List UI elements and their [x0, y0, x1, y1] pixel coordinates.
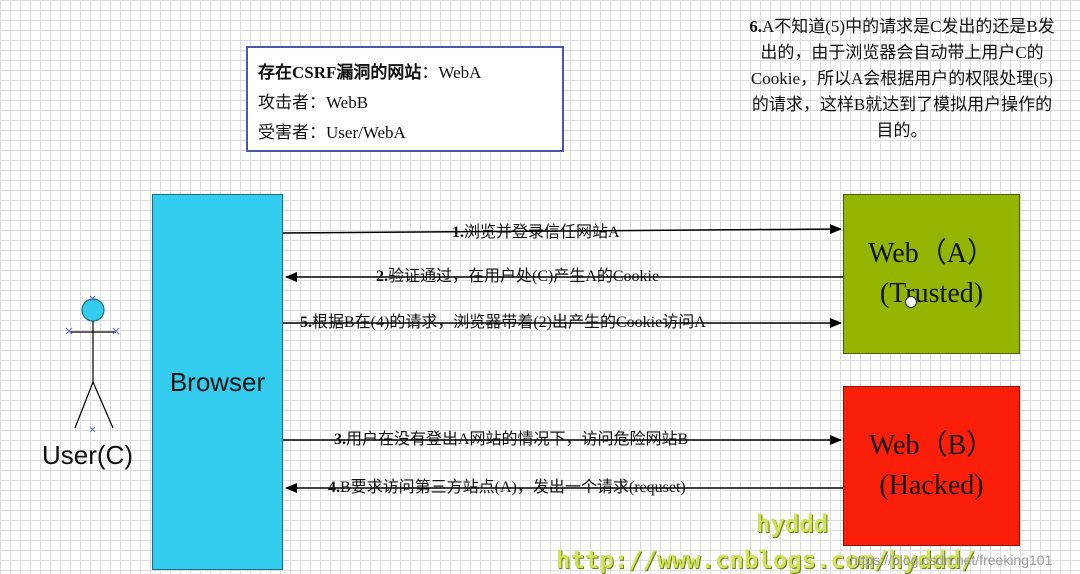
arrow-5-text: 根据B在(4)的请求，浏览器带着(2)出产生的Cookie访问A: [312, 314, 706, 331]
arrow-4-text: B要求访问第三方站点(A)，发出一个请求(requset): [340, 479, 686, 496]
arrow-1-label: 1.浏览并登录信任网站A: [452, 223, 620, 243]
arrow-3-text: 用户在没有登出A网站的情况下，访问危险网站B: [346, 431, 689, 448]
web-b-subtitle: (Hacked): [879, 470, 984, 501]
arrow-3-num: 3.: [334, 431, 346, 448]
step6-text: A不知道(5)中的请求是C发出的还是B发出的，由于浏览器会自动带上用户C的Coo…: [750, 17, 1055, 140]
browser-label: Browser: [169, 366, 266, 397]
info-line-victim: 受害者：User/WebA: [258, 123, 406, 142]
arrow-4-num: 4.: [328, 479, 340, 496]
arrow-5-num: 5.: [300, 314, 312, 331]
arrow-2-num: 2.: [376, 268, 388, 285]
info-line-site: 存在CSRF漏洞的网站：WebA: [258, 58, 562, 88]
browser-box: Browser: [152, 194, 283, 570]
arrow-2-label: 2.验证通过，在用户处(C)产生A的Cookie: [376, 267, 659, 287]
step6-number: 6.: [749, 17, 762, 36]
arrow-1: [282, 224, 842, 235]
watermark-hyddd: hyddd: [756, 510, 829, 538]
info-line-site-rest: ：WebA: [421, 63, 482, 82]
arrow-2-text: 验证通过，在用户处(C)产生A的Cookie: [388, 268, 660, 285]
web-a-box: Web（A） (Trusted): [843, 194, 1020, 354]
csrf-info-box: 存在CSRF漏洞的网站：WebA 攻击者：WebB 受害者：User/WebA: [246, 46, 564, 152]
arrow-3-label: 3.用户在没有登出A网站的情况下，访问危险网站B: [334, 430, 688, 450]
web-a-title: Web（A）: [868, 238, 995, 269]
arrow-1-text: 浏览并登录信任网站A: [464, 224, 620, 241]
arrow-1-num: 1.: [452, 224, 464, 241]
info-line-attacker: 攻击者：WebB: [258, 93, 369, 112]
step6-note: 6.A不知道(5)中的请求是C发出的还是B发出的，由于浏览器会自动带上用户C的C…: [746, 14, 1058, 144]
user-label: User(C): [42, 440, 133, 470]
web-a-subtitle: (Trusted): [879, 278, 984, 309]
arrow-4-label: 4.B要求访问第三方站点(A)，发出一个请求(requset): [328, 478, 686, 498]
watermark-csdn-url: https://blog.csdn.net/freeking101: [850, 552, 1053, 568]
info-line-site-bold: 存在CSRF漏洞的网站: [258, 63, 422, 82]
watermark-cnblogs-url: http://www.cnblogs.com/hyddd/: [556, 546, 976, 574]
arrow-5-label: 5.根据B在(4)的请求，浏览器带着(2)出产生的Cookie访问A: [300, 313, 706, 333]
zoom-cursor-icon: [905, 296, 917, 308]
web-b-box: Web（B） (Hacked): [843, 386, 1020, 546]
user-figure: [70, 298, 116, 429]
web-b-title: Web（B）: [868, 430, 995, 461]
figure-handles: [65, 295, 120, 433]
